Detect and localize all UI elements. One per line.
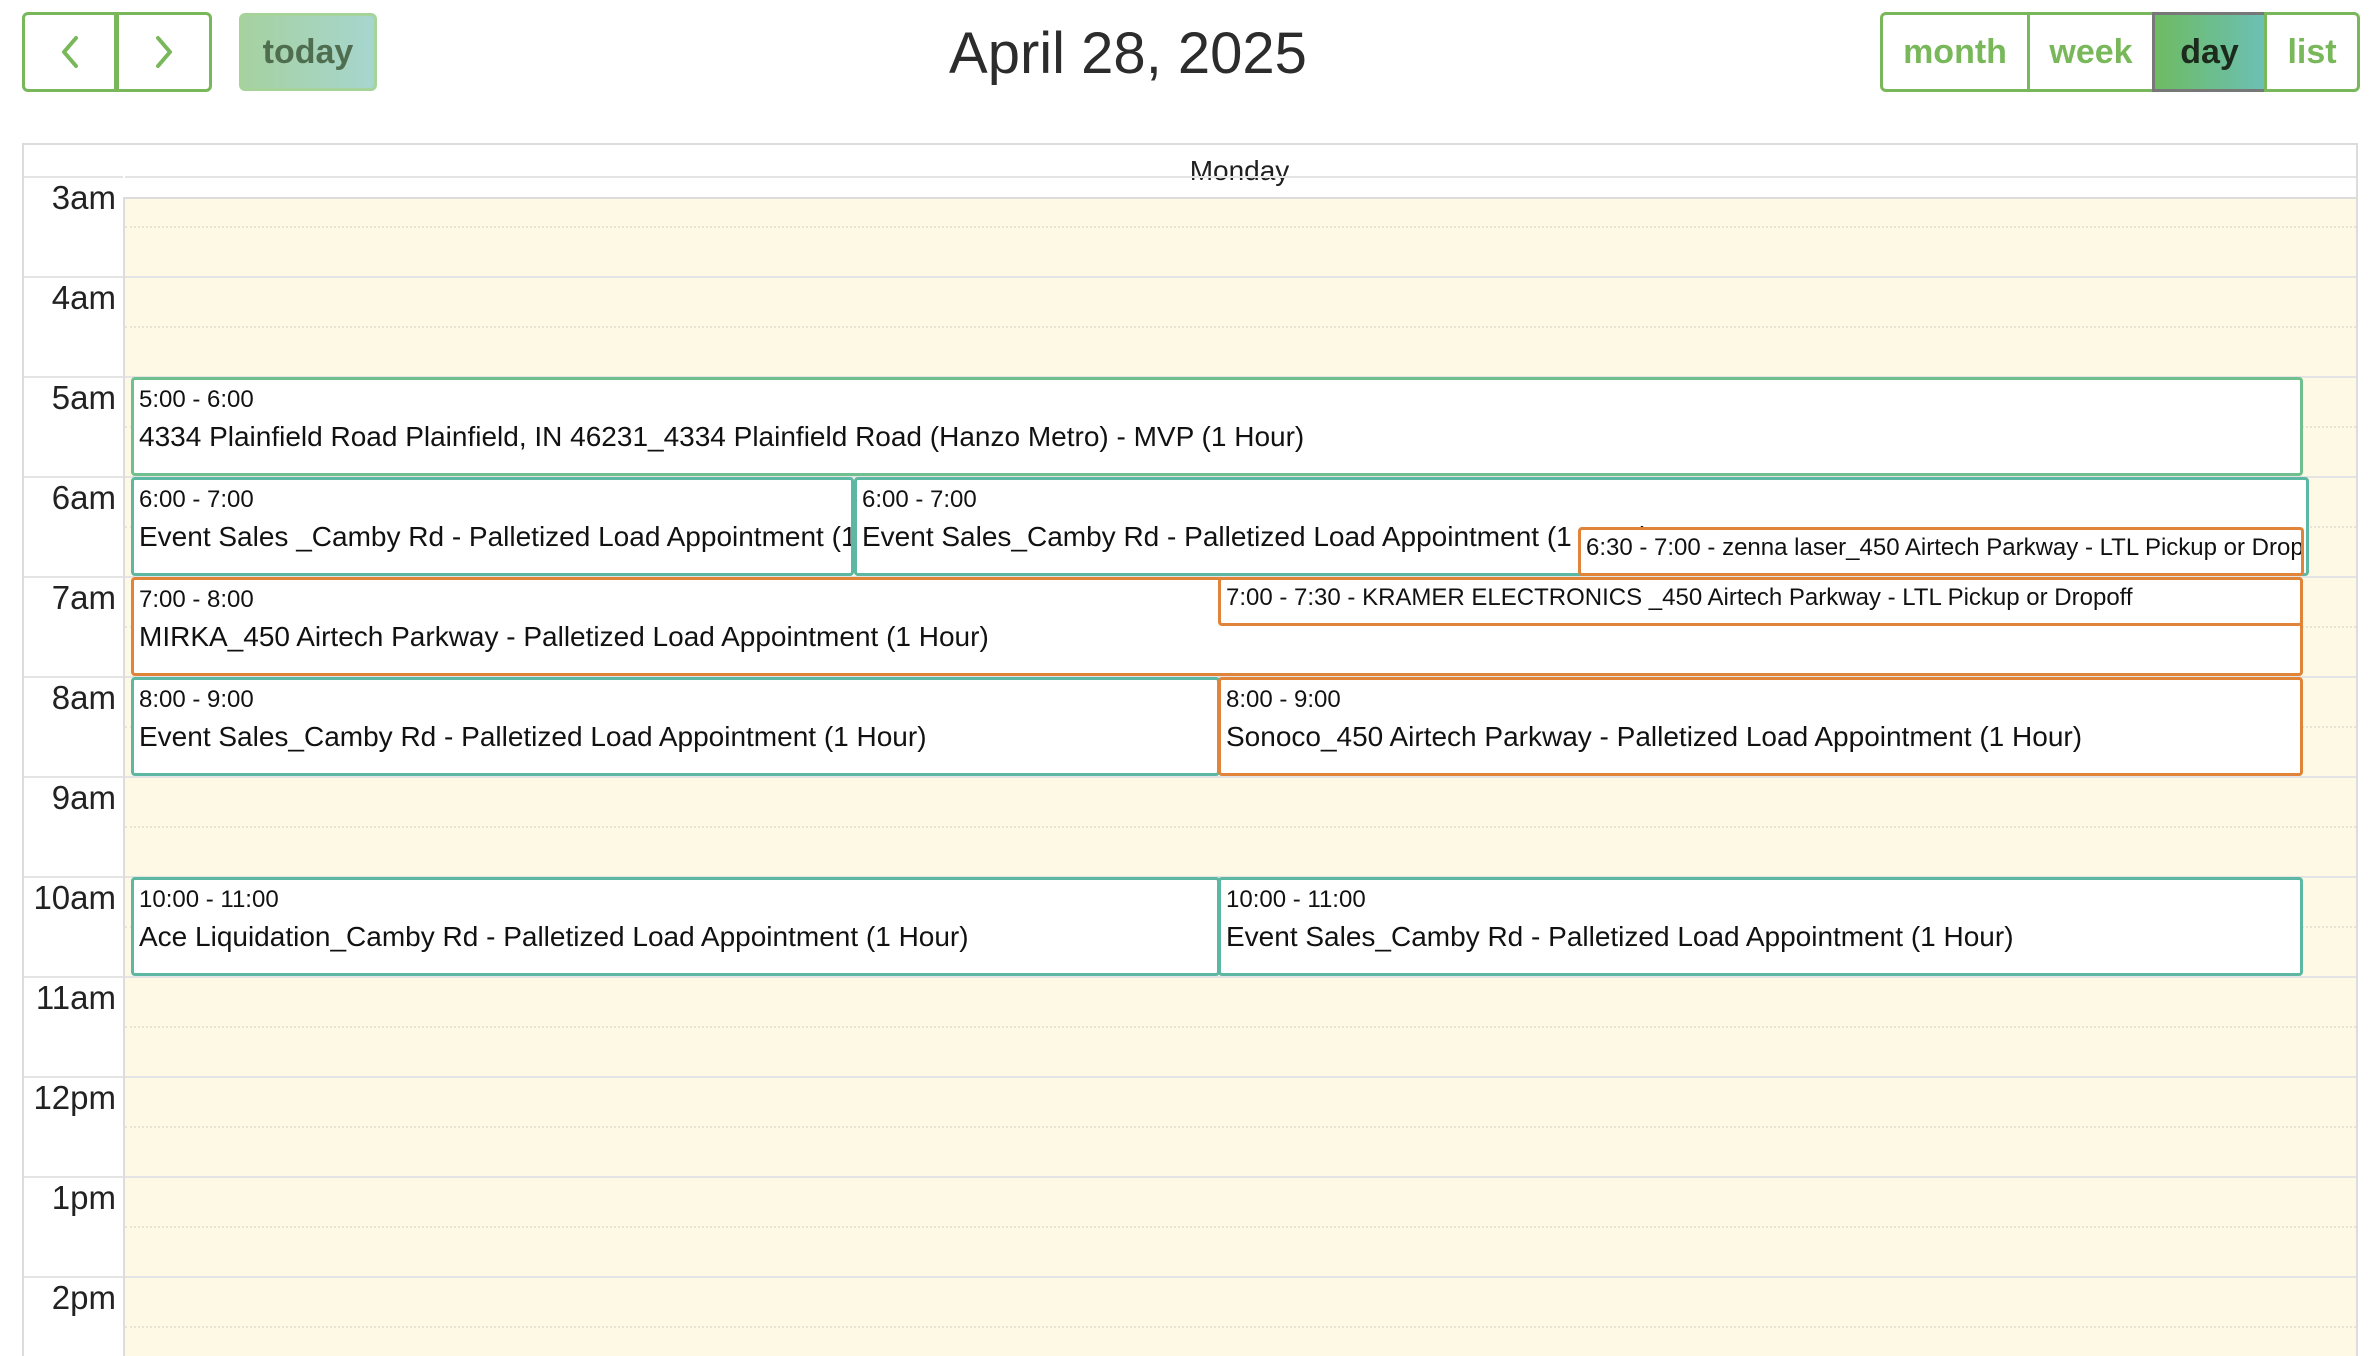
hour-gridline <box>125 176 2356 178</box>
event-title: MIRKA_450 Airtech Parkway - Palletized L… <box>139 621 989 652</box>
hour-gridline <box>24 576 123 578</box>
view-day-button[interactable]: day <box>2152 12 2267 92</box>
time-label: 2pm <box>51 1279 116 1316</box>
time-gutter: 3am 4am 5am 6am 7am 8am 9am 10am 11am 12pm 1pm 2pm <box>24 145 125 1356</box>
hour-gridline <box>24 1276 123 1278</box>
event-time: 6:00 - 7:00 <box>862 486 977 513</box>
half-hour-gridline <box>125 826 2356 828</box>
event-time: 6:30 - 7:00 <box>1586 534 1701 561</box>
half-hour-gridline <box>125 1326 2356 1328</box>
time-label: 10am <box>33 879 116 916</box>
event-separator: - <box>1700 534 1723 561</box>
time-label: 8am <box>51 679 116 716</box>
view-week-button[interactable]: week <box>2027 12 2155 92</box>
calendar-event[interactable]: 5:00 - 6:00 4334 Plainfield Road Plainfie… <box>131 377 2303 476</box>
hour-gridline <box>24 876 123 878</box>
time-label: 12pm <box>33 1079 116 1116</box>
calendar-toolbar: today April 28, 2025 month week day list <box>0 0 2380 140</box>
event-title: Event Sales_Camby Rd - Palletized Load A… <box>139 721 927 752</box>
chevron-left-icon <box>61 36 78 68</box>
day-column[interactable]: 5:00 - 6:00 4334 Plainfield Road Plainfie… <box>125 176 2356 1356</box>
hour-gridline <box>125 276 2356 278</box>
event-time: 8:00 - 9:00 <box>139 686 254 713</box>
event-time: 5:00 - 6:00 <box>139 386 254 413</box>
hour-gridline <box>125 976 2356 978</box>
event-title: Event Sales_Camby Rd - Palletized Load A… <box>1226 921 2014 952</box>
prev-button[interactable] <box>22 12 117 92</box>
view-button-group: month week day list <box>1880 12 2360 92</box>
view-month-button[interactable]: month <box>1880 12 2030 92</box>
event-time: 6:00 - 7:00 <box>139 486 254 513</box>
event-time: 8:00 - 9:00 <box>1226 686 1341 713</box>
hour-gridline <box>24 276 123 278</box>
time-label: 3am <box>51 179 116 216</box>
time-label: 4am <box>51 279 116 316</box>
hour-gridline <box>125 776 2356 778</box>
event-title: Event Sales_Camby Rd - Palletized Load A… <box>862 521 1650 552</box>
hour-gridline <box>24 676 123 678</box>
half-hour-gridline <box>125 1026 2356 1028</box>
event-title: Ace Liquidation_Camby Rd - Palletized Lo… <box>139 921 969 952</box>
calendar-event[interactable]: 6:30 - 7:00 - zenna laser_450 Airtech Pa… <box>1578 527 2304 576</box>
event-time: 10:00 - 11:00 <box>139 886 279 913</box>
event-separator: - <box>1340 584 1363 611</box>
hour-gridline <box>125 1276 2356 1278</box>
next-button[interactable] <box>117 12 212 92</box>
column-header-monday: Monday <box>123 145 2356 199</box>
event-time: 10:00 - 11:00 <box>1226 886 1366 913</box>
time-label: 1pm <box>51 1179 116 1216</box>
time-label: 7am <box>51 579 116 616</box>
time-label: 6am <box>51 479 116 516</box>
time-label: 11am <box>35 979 116 1016</box>
hour-gridline <box>24 1076 123 1078</box>
event-title: 4334 Plainfield Road Plainfield, IN 4623… <box>139 421 1305 452</box>
hour-gridline <box>24 376 123 378</box>
hour-gridline <box>125 1076 2356 1078</box>
event-title: zenna laser_450 Airtech Parkway - LTL Pi… <box>1722 534 2304 561</box>
view-list-button[interactable]: list <box>2264 12 2360 92</box>
event-title: Event Sales _Camby Rd - Palletized Load … <box>139 521 851 552</box>
event-time: 7:00 - 8:00 <box>139 586 254 613</box>
nav-button-group <box>22 12 212 92</box>
half-hour-gridline <box>125 1126 2356 1128</box>
hour-gridline <box>24 176 123 178</box>
event-title: Sonoco_450 Airtech Parkway - Palletized … <box>1226 721 2083 752</box>
chevron-right-icon <box>156 36 172 68</box>
hour-gridline <box>24 776 123 778</box>
event-title: KRAMER ELECTRONICS _450 Airtech Parkway … <box>1362 584 2133 611</box>
half-hour-gridline <box>125 226 2356 228</box>
hour-gridline <box>24 976 123 978</box>
event-time: 7:00 - 7:30 <box>1226 584 1341 611</box>
half-hour-gridline <box>125 1226 2356 1228</box>
hour-gridline <box>24 476 123 478</box>
hour-gridline <box>24 1176 123 1178</box>
today-button[interactable]: today <box>239 13 377 91</box>
time-label: 9am <box>51 779 116 816</box>
half-hour-gridline <box>125 326 2356 328</box>
calendar-title: April 28, 2025 <box>949 21 1307 86</box>
time-label: 5am <box>51 379 116 416</box>
calendar-event[interactable]: 7:00 - 7:30 - KRAMER ELECTRONICS _450 Ai… <box>1218 577 2303 626</box>
hour-gridline <box>125 1176 2356 1178</box>
